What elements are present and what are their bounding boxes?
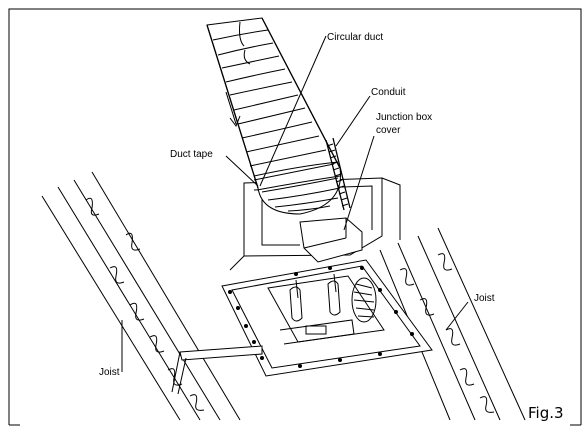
- label-duct-tape: Duct tape: [170, 149, 213, 160]
- figure-number: Fig.3: [528, 404, 564, 422]
- circular-duct: [206, 17, 341, 215]
- label-junction-box-cover-line1: Junction box: [376, 112, 432, 123]
- figure-frame: [8, 8, 582, 426]
- label-joist-right: Joist: [474, 293, 495, 304]
- label-circular-duct: Circular duct: [327, 32, 383, 43]
- conduit: [325, 137, 351, 211]
- label-joist-left: Joist: [99, 367, 120, 378]
- label-conduit: Conduit: [371, 87, 406, 98]
- mounting-plate: [221, 259, 433, 377]
- hanger-bar: [171, 345, 263, 395]
- airflow-arrow-icon: [225, 91, 241, 128]
- left-joist: [41, 171, 241, 421]
- leader-lines: [121, 35, 469, 372]
- junction-box-cover: [299, 217, 363, 263]
- label-junction-box-cover-line2: cover: [376, 125, 401, 136]
- duct-tape: [253, 161, 341, 191]
